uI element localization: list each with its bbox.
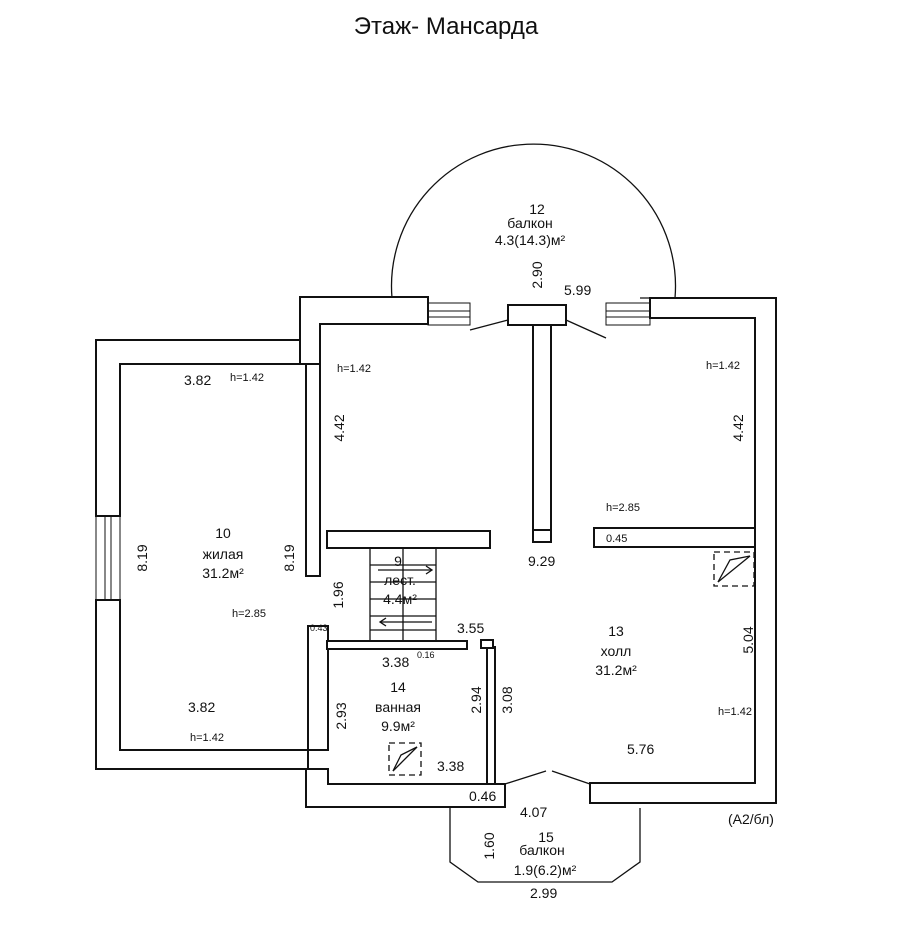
- wall-right-partition: [593, 527, 756, 548]
- dim-label: 0.45: [606, 533, 627, 545]
- room-15-area: 1.9(6.2)м²: [514, 862, 577, 878]
- room-14-number: 14: [390, 679, 406, 695]
- room-15-name: балкон: [519, 842, 564, 858]
- staircase: [369, 547, 437, 642]
- room-14-name: ванная: [375, 699, 421, 715]
- wall-bathroom-right: [486, 646, 496, 785]
- room-10-area: 31.2м²: [202, 565, 244, 581]
- bathroom-fixture: [388, 742, 422, 776]
- height-label: h=1.42: [190, 732, 224, 744]
- room-9-area: 4.4м²: [383, 591, 417, 607]
- room-12-number: 12: [529, 201, 545, 217]
- dim-label: 0.46: [469, 788, 496, 804]
- height-label: h=1.42: [230, 372, 264, 384]
- hall-fixture: [713, 551, 755, 587]
- dim-label: 3.38: [437, 758, 464, 774]
- dim-label: 5.99: [564, 282, 591, 298]
- dim-label: 2.94: [468, 686, 484, 713]
- room-10-number: 10: [215, 525, 231, 541]
- dim-label: 5.76: [627, 741, 654, 757]
- height-label: h=1.42: [337, 363, 371, 375]
- center-post: [507, 304, 567, 326]
- wall-above-stairs: [326, 530, 491, 549]
- height-label: h=2.85: [606, 502, 640, 514]
- dim-label: 4.42: [730, 414, 746, 441]
- dim-label: 5.04: [740, 626, 756, 653]
- height-label: h=2.85: [232, 608, 266, 620]
- dim-label: 8.19: [281, 544, 297, 571]
- room-12-name: балкон: [507, 215, 552, 231]
- dim-label: 0.43: [310, 623, 328, 633]
- window-top-right: [605, 302, 651, 326]
- room-13-name: холл: [601, 643, 632, 659]
- room-15-number: 15: [538, 829, 554, 845]
- dim-label: 2.90: [529, 261, 545, 288]
- room-10-name: жилая: [203, 546, 244, 562]
- height-label: h=1.42: [718, 706, 752, 718]
- wall-bathroom-left: [307, 625, 329, 751]
- balcony-15-outline: [449, 808, 641, 883]
- wall-left-room-top: [95, 339, 301, 517]
- plan-title: Этаж- Мансарда: [354, 13, 539, 40]
- wall-bottom-right: [589, 297, 777, 804]
- dim-label: 4.07: [520, 804, 547, 820]
- wall-top-left: [299, 296, 429, 365]
- dim-label: 4.42: [331, 414, 347, 441]
- dim-label: 3.08: [499, 686, 515, 713]
- dim-label: 8.19: [134, 544, 150, 571]
- dim-label: 9.29: [528, 553, 555, 569]
- dim-label: 2.99: [530, 885, 557, 901]
- sheet-stamp: (А2/бл): [728, 811, 774, 827]
- dim-label: 0.16: [417, 650, 435, 660]
- room-9-number: 9: [394, 553, 402, 569]
- dim-label: 3.82: [184, 372, 211, 388]
- window-top-left: [427, 302, 471, 326]
- dim-label: 3.82: [188, 699, 215, 715]
- balcony-12-arc: [390, 143, 677, 299]
- center-beam: [532, 324, 552, 531]
- room-12-area: 4.3(14.3)м²: [495, 232, 566, 248]
- dim-label: 2.93: [333, 702, 349, 729]
- height-label: h=1.42: [706, 360, 740, 372]
- wall-bathroom-top: [326, 640, 468, 650]
- room-14-area: 9.9м²: [381, 718, 415, 734]
- dim-label: 3.38: [382, 654, 409, 670]
- room-9-name: лест.: [384, 572, 416, 588]
- room-13-number: 13: [608, 623, 624, 639]
- dim-label: 1.96: [330, 581, 346, 608]
- wall-interior-vertical: [305, 363, 321, 577]
- dim-label: 3.55: [457, 620, 484, 636]
- dim-label: 1.60: [481, 832, 497, 859]
- window-left: [95, 515, 121, 601]
- room-13-area: 31.2м²: [595, 662, 637, 678]
